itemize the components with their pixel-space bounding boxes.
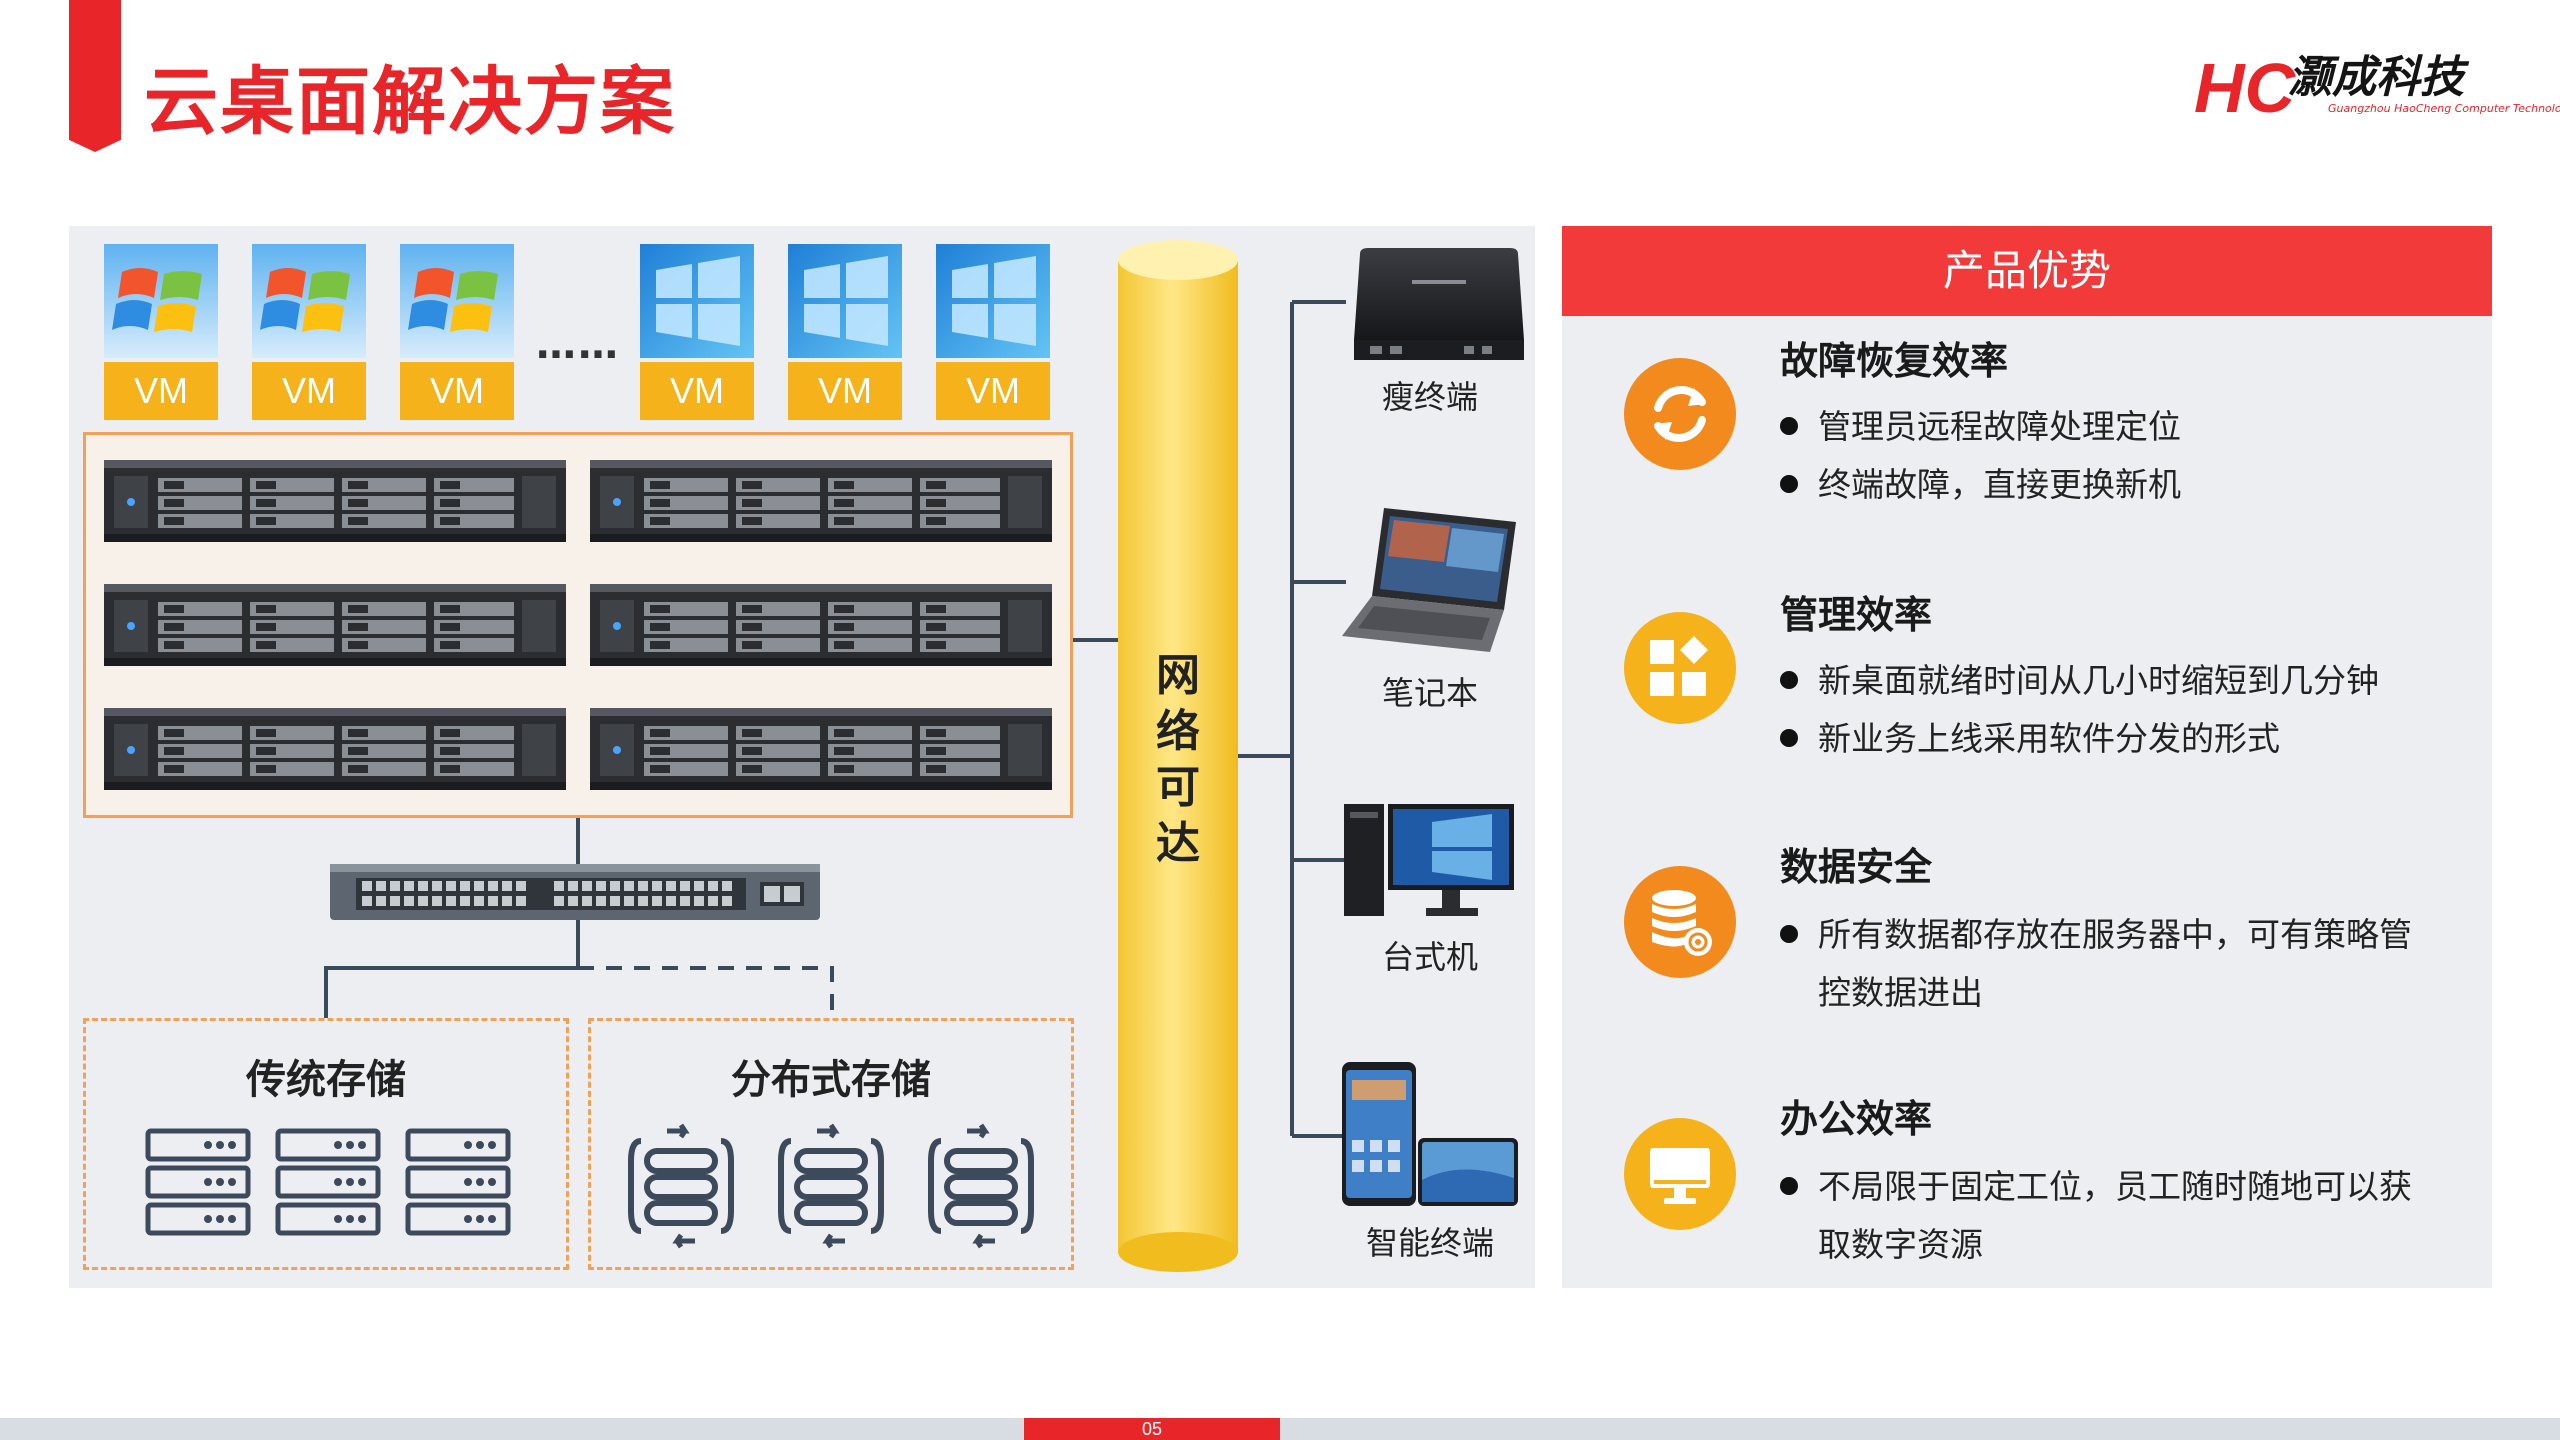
distributed-storage-box: 分布式存储 <box>588 1018 1074 1270</box>
advantage-bullet-continuation: 控数据进出 <box>1818 973 1983 1012</box>
monitor-icon <box>1624 1118 1736 1230</box>
database-icon <box>1624 866 1736 978</box>
vm-label: VM <box>252 362 366 420</box>
windows10-logo-icon <box>788 244 902 358</box>
vm-label: VM <box>104 362 218 420</box>
rack-server <box>590 584 1052 666</box>
device-label-thin-client: 瘦终端 <box>1381 378 1478 416</box>
advantage-title: 办公效率 <box>1780 1097 1933 1141</box>
advantage-bullet: 管理员远程故障处理定位 <box>1780 398 2181 456</box>
rack-server <box>104 708 566 790</box>
title-accent-bar <box>69 0 121 152</box>
logo-name: 灏成科技 <box>2288 52 2464 103</box>
device-label-desktop: 台式机 <box>1381 938 1478 976</box>
advantage-bullet: 新业务上线采用软件分发的形式 <box>1780 710 2280 768</box>
advantages-header: 产品优势 <box>1562 226 2492 316</box>
advantage-title: 故障恢复效率 <box>1780 339 2009 383</box>
advantage-title: 数据安全 <box>1780 845 1933 889</box>
windows7-logo-icon <box>400 244 514 358</box>
device-label-smart-device: 智能终端 <box>1365 1224 1494 1262</box>
windows7-logo-icon <box>104 244 218 358</box>
bullet-dot <box>1780 474 1798 493</box>
distributed-storage-title: 分布式存储 <box>731 1057 931 1103</box>
advantage-bullet-continuation: 取数字资源 <box>1818 1225 1983 1264</box>
company-logo: HC 灏成科技 Guangzhou HaoCheng Computer Tech… <box>2194 49 2560 127</box>
vm-label: VM <box>400 362 514 420</box>
vm-tile-2: VM <box>252 244 366 420</box>
vm-tile-6: VM <box>936 244 1050 420</box>
vm-label: VM <box>640 362 754 420</box>
advantage-title: 管理效率 <box>1780 593 1933 637</box>
windows7-logo-icon <box>252 244 366 358</box>
server-stack-icon <box>145 1128 511 1236</box>
network-label: 网 络 可 达 <box>1156 650 1200 869</box>
windows10-logo-icon <box>936 244 1050 358</box>
rack-server <box>104 460 566 542</box>
vm-label: VM <box>936 362 1050 420</box>
smart-device-icon <box>1342 1062 1518 1206</box>
rack-server <box>590 708 1052 790</box>
footer-bar <box>0 1418 2560 1440</box>
network-pillar <box>1118 240 1238 1272</box>
distributed-storage-icon <box>621 1121 1051 1251</box>
traditional-storage-box: 传统存储 <box>83 1018 569 1270</box>
page-number: 05 <box>1024 1418 1280 1440</box>
vm-ellipsis: …… <box>536 322 620 368</box>
bullet-dot <box>1780 1176 1798 1195</box>
laptop-icon <box>1342 508 1516 652</box>
advantage-bullet: 新桌面就绪时间从几小时缩短到几分钟 <box>1780 652 2379 710</box>
refresh-icon <box>1624 358 1736 470</box>
vm-tile-5: VM <box>788 244 902 420</box>
advantage-bullet: 不局限于固定工位，员工随时随地可以获 <box>1780 1158 2412 1216</box>
thin-client-icon <box>1354 248 1524 360</box>
traditional-storage-title: 传统存储 <box>246 1057 406 1103</box>
rack-server <box>590 460 1052 542</box>
vm-tile-4: VM <box>640 244 754 420</box>
bullet-dot <box>1780 670 1798 689</box>
vm-tile-1: VM <box>104 244 218 420</box>
vm-label: VM <box>788 362 902 420</box>
vm-tile-3: VM <box>400 244 514 420</box>
logo-mark: HC <box>2194 49 2296 127</box>
rack-server <box>104 584 566 666</box>
advantage-bullet: 终端故障，直接更换新机 <box>1780 456 2181 514</box>
bullet-dot <box>1780 728 1798 747</box>
windows10-logo-icon <box>640 244 754 358</box>
advantage-bullet: 所有数据都存放在服务器中，可有策略管 <box>1780 906 2412 964</box>
app-grid-icon <box>1624 612 1736 724</box>
bullet-dot <box>1780 416 1798 435</box>
page-title: 云桌面解决方案 <box>144 59 676 145</box>
logo-subtitle: Guangzhou HaoCheng Computer Technology <box>2328 102 2560 115</box>
device-label-laptop: 笔记本 <box>1381 674 1478 712</box>
desktop-pc-icon <box>1344 804 1514 916</box>
network-switch-icon <box>330 864 820 920</box>
bullet-dot <box>1780 924 1798 943</box>
